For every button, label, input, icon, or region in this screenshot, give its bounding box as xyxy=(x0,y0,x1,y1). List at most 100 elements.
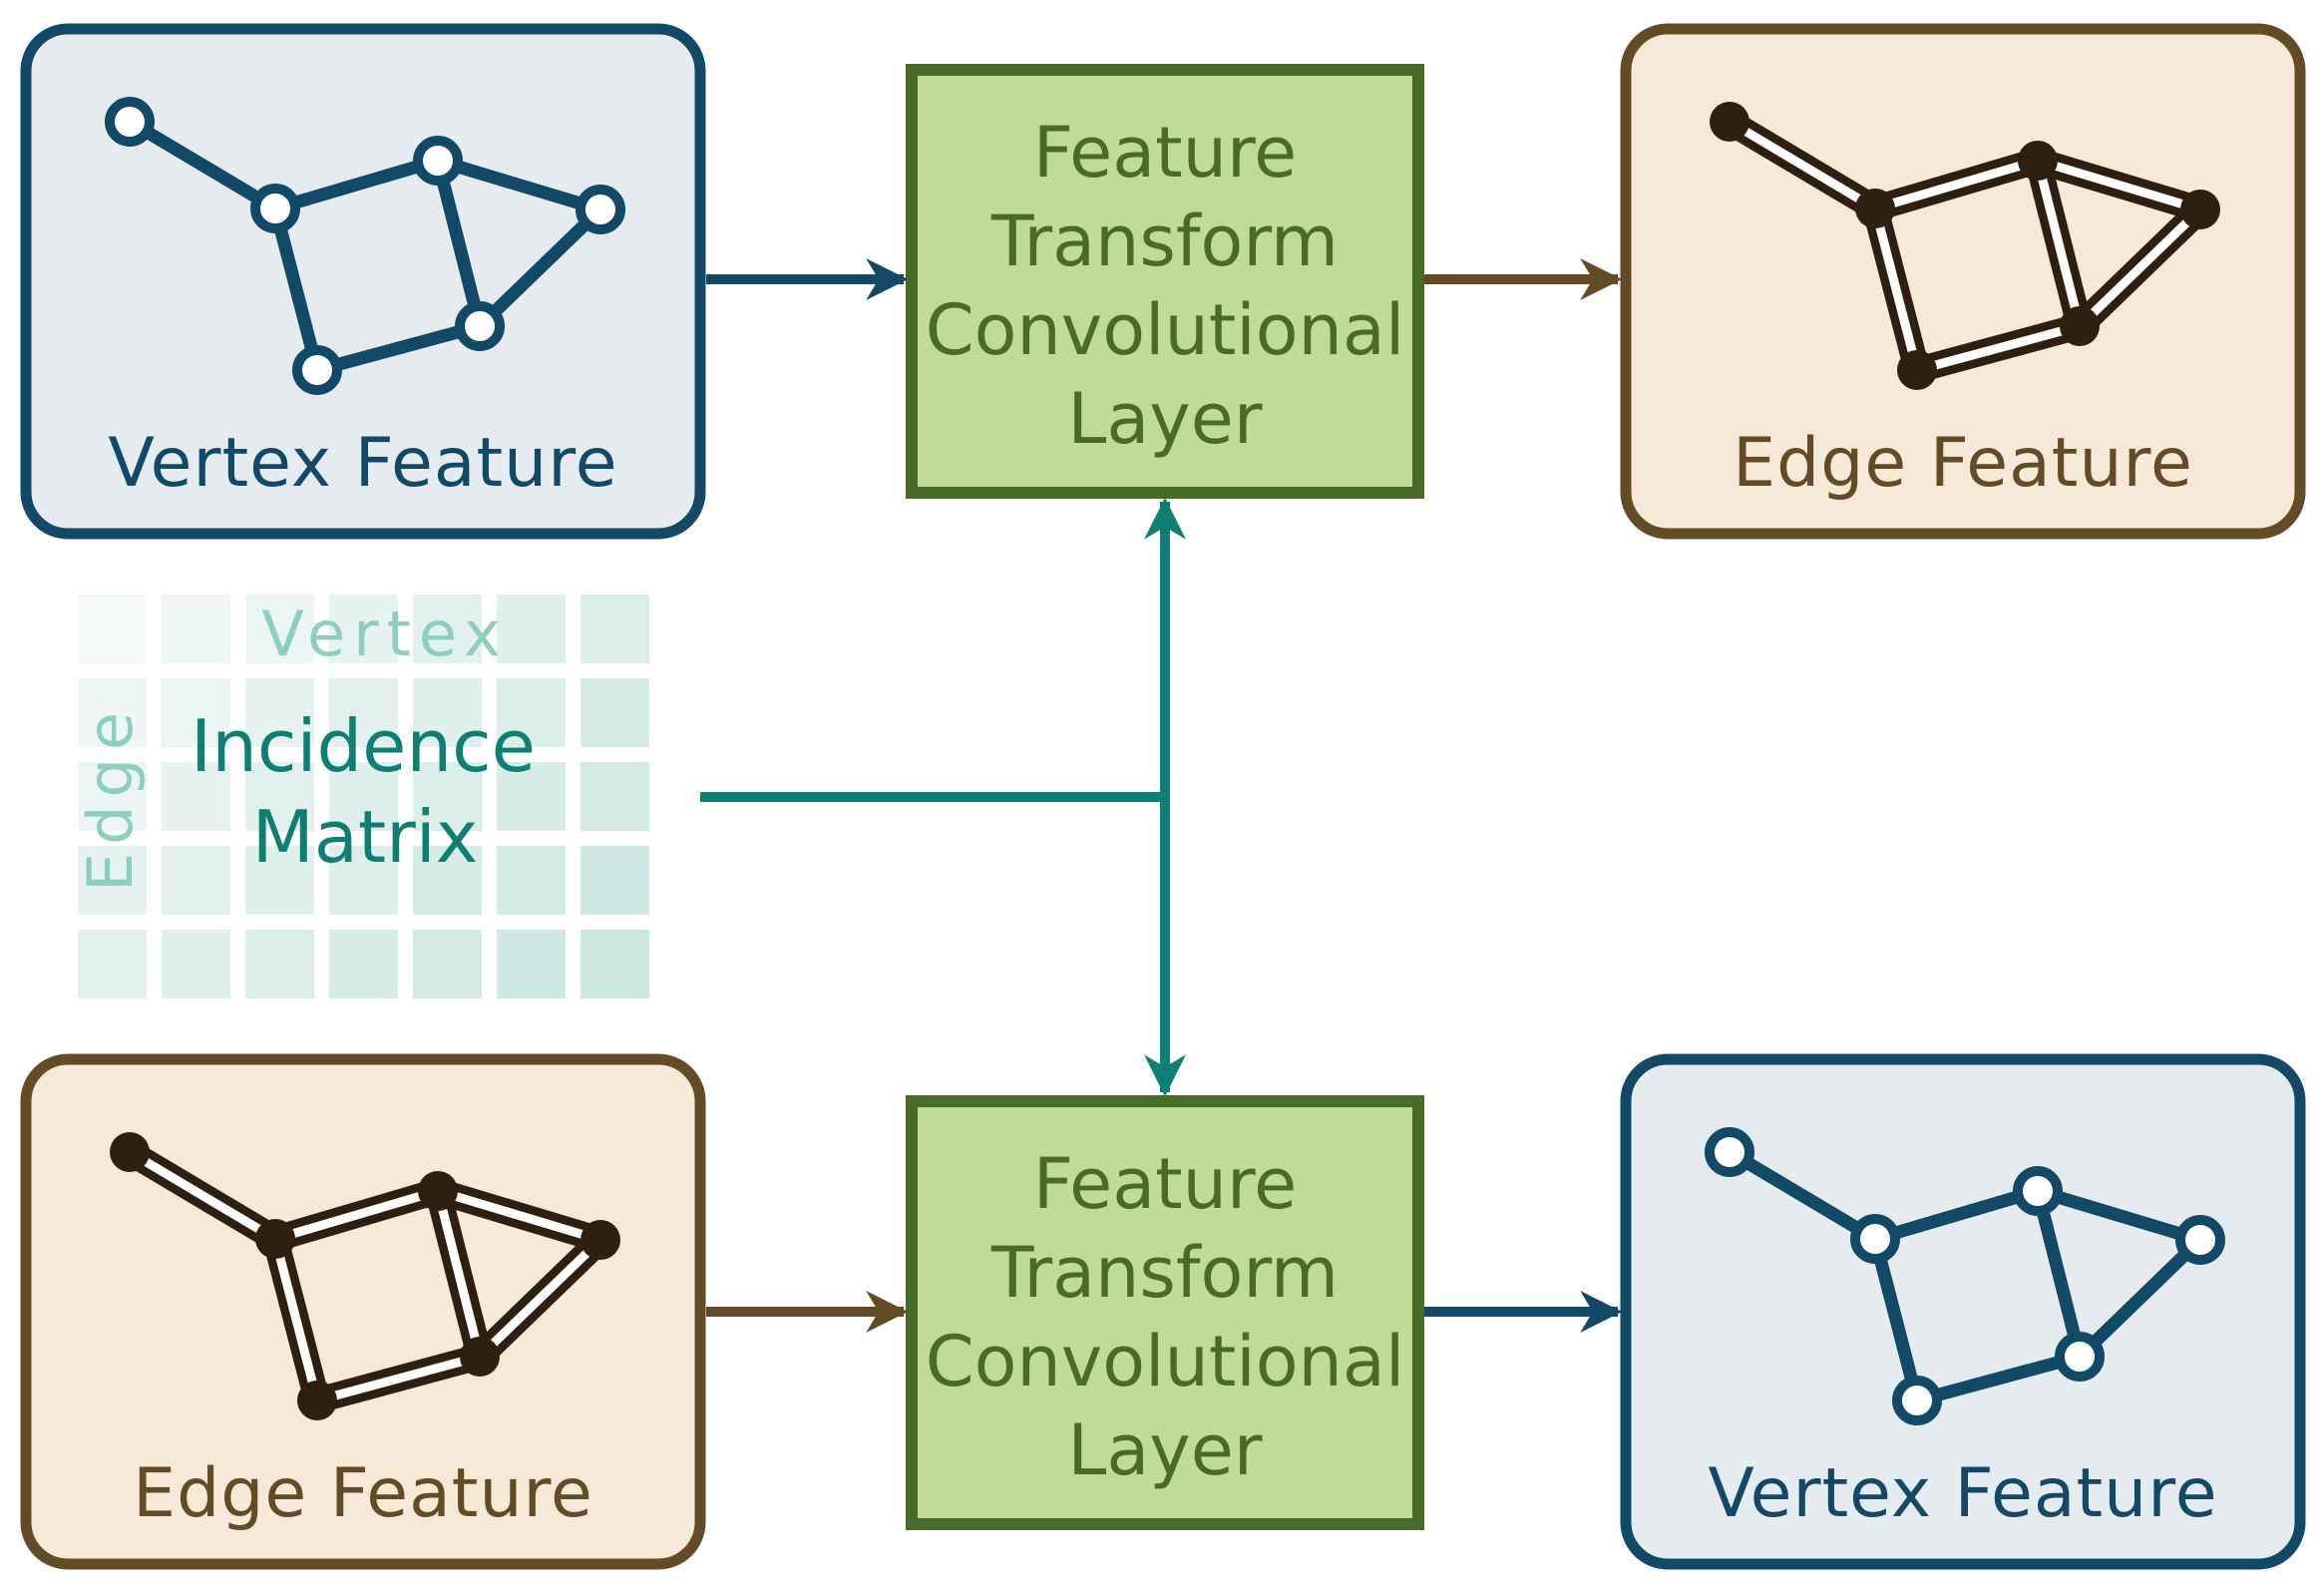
edge-feature-box-bottom-left: Edge Feature xyxy=(20,1053,706,1570)
matrix-cell xyxy=(329,595,398,663)
layer-frame xyxy=(906,64,1424,499)
layer-label-line-1: Feature xyxy=(1033,112,1298,194)
graph-node xyxy=(1897,350,1937,390)
matrix-cell xyxy=(162,762,230,831)
graph-node xyxy=(2180,190,2220,229)
matrix-cell xyxy=(497,595,566,663)
matrix-cell xyxy=(497,930,566,998)
graph-edge-core xyxy=(312,1352,485,1405)
matrix-cell xyxy=(162,595,230,663)
graph-node xyxy=(2013,1166,2063,1216)
graph-node xyxy=(105,97,155,147)
matrix-cell xyxy=(245,762,314,831)
graph-node xyxy=(1705,1127,1754,1177)
graph-edge-core xyxy=(2033,156,2205,214)
matrix-title-line-1: Incidence xyxy=(191,704,536,788)
graph-node xyxy=(460,1337,500,1377)
graph-edge xyxy=(431,154,607,216)
matrix-cell xyxy=(245,678,314,747)
graph-node xyxy=(250,184,300,233)
box-label: Edge Feature xyxy=(133,1454,593,1533)
matrix-column-axis-label: Vertex xyxy=(261,597,508,670)
graph-node xyxy=(1710,102,1749,142)
matrix-cell xyxy=(413,762,482,831)
incidence-matrix: Vertex Edge Incidence Matrix xyxy=(74,595,649,998)
matrix-cell xyxy=(581,930,649,998)
vertex-feature-box-bottom-right: Vertex Feature xyxy=(1620,1053,2306,1570)
graph-edge-core xyxy=(2075,204,2205,331)
matrix-cell xyxy=(581,595,649,663)
graph-edge-core xyxy=(1870,203,1922,375)
matrix-cell xyxy=(78,678,147,747)
matrix-row-axis-label: Edge xyxy=(74,704,147,892)
matrix-cell xyxy=(245,930,314,998)
graph-edge xyxy=(2073,1233,2207,1364)
graph-edge xyxy=(2031,1184,2087,1364)
graph-edge xyxy=(1868,1232,1924,1407)
layer-label-line-3: Convolutional xyxy=(926,289,1405,371)
matrix-cell xyxy=(329,678,398,747)
graph-edge xyxy=(1868,1184,2045,1246)
graph-edge xyxy=(268,154,445,215)
box-label: Edge Feature xyxy=(1733,424,2193,503)
matrix-cell xyxy=(581,846,649,915)
matrix-title-line-2: Matrix xyxy=(252,795,479,879)
layer-frame xyxy=(906,1095,1424,1530)
matrix-cell xyxy=(413,930,482,998)
graph-node xyxy=(110,1132,150,1172)
matrix-cell xyxy=(581,762,649,831)
matrix-cell xyxy=(497,762,566,831)
matrix-cell xyxy=(162,678,230,747)
edge-feature-box-top-right: Edge Feature xyxy=(1620,23,2306,540)
graph-edge xyxy=(1723,1145,1882,1246)
layer-label-line-4: Layer xyxy=(1067,378,1262,460)
matrix-cell xyxy=(329,930,398,998)
layer-label-line-2: Transform xyxy=(990,200,1339,282)
matrix-cell xyxy=(413,595,482,663)
graph-node xyxy=(2055,1332,2105,1382)
matrix-cell xyxy=(78,846,147,915)
matrix-cell xyxy=(329,846,398,915)
matrix-grid xyxy=(78,595,649,998)
matrix-cell xyxy=(162,846,230,915)
graph-edge xyxy=(310,319,487,377)
graph-edge xyxy=(123,115,282,215)
edge-graph-icon xyxy=(1710,102,2220,390)
layer-label-line-3: Convolutional xyxy=(926,1321,1405,1402)
matrix-cell xyxy=(329,762,398,831)
graph-node xyxy=(576,185,625,234)
graph-edge xyxy=(2031,1184,2207,1247)
graph-node xyxy=(2018,141,2058,181)
box-label: Vertex Feature xyxy=(108,424,617,503)
matrix-cell xyxy=(413,678,482,747)
graph-edge-core xyxy=(475,1235,605,1362)
graph-node xyxy=(581,1220,620,1260)
graph-edge-core xyxy=(125,1147,280,1244)
graph-node xyxy=(1892,1376,1942,1425)
layer-label-line-4: Layer xyxy=(1067,1409,1262,1491)
box-label: Vertex Feature xyxy=(1708,1454,2217,1533)
graph-edge-core xyxy=(2033,156,2085,331)
graph-node xyxy=(297,1381,337,1420)
vertex-graph-icon xyxy=(1705,1127,2225,1425)
vertex-feature-box-top-left: Vertex Feature xyxy=(20,23,706,540)
vertex-graph-icon xyxy=(105,97,625,395)
graph-edge xyxy=(1910,1350,2087,1407)
layer-label-line-1: Feature xyxy=(1033,1143,1298,1225)
graph-edge-core xyxy=(1870,156,2043,213)
matrix-cell xyxy=(245,846,314,915)
conv-layer-top: Feature Transform Convolutional Layer xyxy=(906,64,1424,499)
graph-edge xyxy=(268,201,324,377)
graph-edge-core xyxy=(270,1186,443,1244)
graph-node xyxy=(2060,306,2100,346)
graph-edge xyxy=(431,154,487,333)
edge-graph-icon xyxy=(110,1132,620,1420)
graph-node xyxy=(413,136,463,186)
graph-node xyxy=(292,345,342,395)
layer-label-line-2: Transform xyxy=(990,1232,1339,1314)
matrix-cell xyxy=(581,678,649,747)
graph-node xyxy=(418,1171,458,1211)
matrix-cell xyxy=(78,762,147,831)
graph-node xyxy=(1855,189,1895,228)
